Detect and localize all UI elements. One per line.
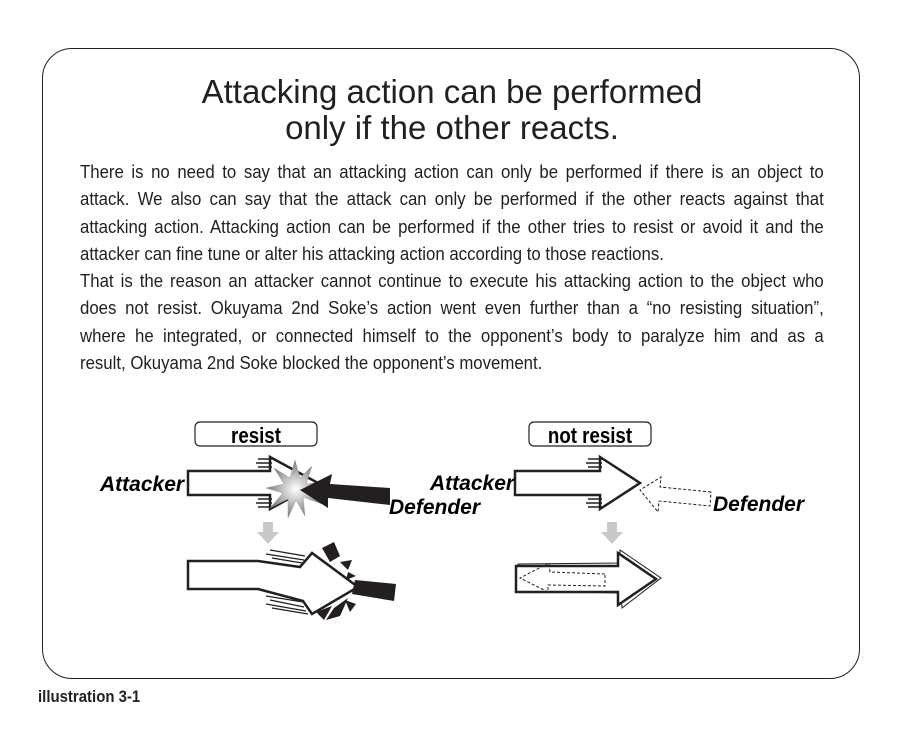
title-line-1: Attacking action can be performed — [201, 73, 703, 110]
attacker-label: Attacker — [429, 472, 516, 495]
attacker-label: Attacker — [99, 473, 186, 496]
merged-defender-dashed-arrow — [518, 562, 606, 593]
down-arrow-icon — [601, 522, 623, 544]
body-line: That is the reason an attacker cannot co… — [80, 270, 824, 292]
not-resist-label-box: not resist — [528, 421, 652, 449]
body-line: does not resist. Okuyama 2nd Soke’s acti… — [80, 297, 824, 319]
resist-label-box: resist — [194, 421, 318, 449]
down-arrow-icon — [257, 522, 279, 544]
defender-dashed-arrow — [639, 476, 712, 514]
merged-attacker-arrow — [514, 550, 659, 608]
body-line: where he integrated, or connected himsel… — [80, 324, 824, 346]
shard-fragments — [316, 542, 356, 620]
title-line-2: only if the other reacts. — [285, 109, 619, 146]
defender-arrow — [300, 474, 390, 508]
illustration-frame — [42, 48, 860, 679]
speed-lines — [256, 458, 272, 508]
body-line: result, Okuyama 2nd Soke blocked the opp… — [80, 352, 543, 374]
resist-label: resist — [231, 425, 281, 449]
not-resist-label: not resist — [548, 425, 632, 449]
body-text: There is no need to say that an attackin… — [80, 158, 824, 376]
illustration-caption: illustration 3-1 — [38, 687, 141, 706]
body-line: attacker can fine tune or alter his atta… — [80, 242, 664, 264]
defender-block — [352, 580, 396, 601]
defender-label: Defender — [389, 496, 482, 519]
impact-burst-icon — [265, 459, 326, 519]
page-title: Attacking action can be performed only i… — [0, 74, 900, 146]
attacker-arrow — [513, 454, 643, 512]
body-line: attacking action. Attacking action can b… — [80, 215, 824, 237]
defender-label: Defender — [713, 493, 806, 516]
body-line: There is no need to say that an attackin… — [80, 161, 824, 182]
speed-lines — [265, 549, 309, 615]
speed-lines — [586, 458, 602, 508]
body-line: attack. We also can say that the attack … — [80, 188, 824, 210]
